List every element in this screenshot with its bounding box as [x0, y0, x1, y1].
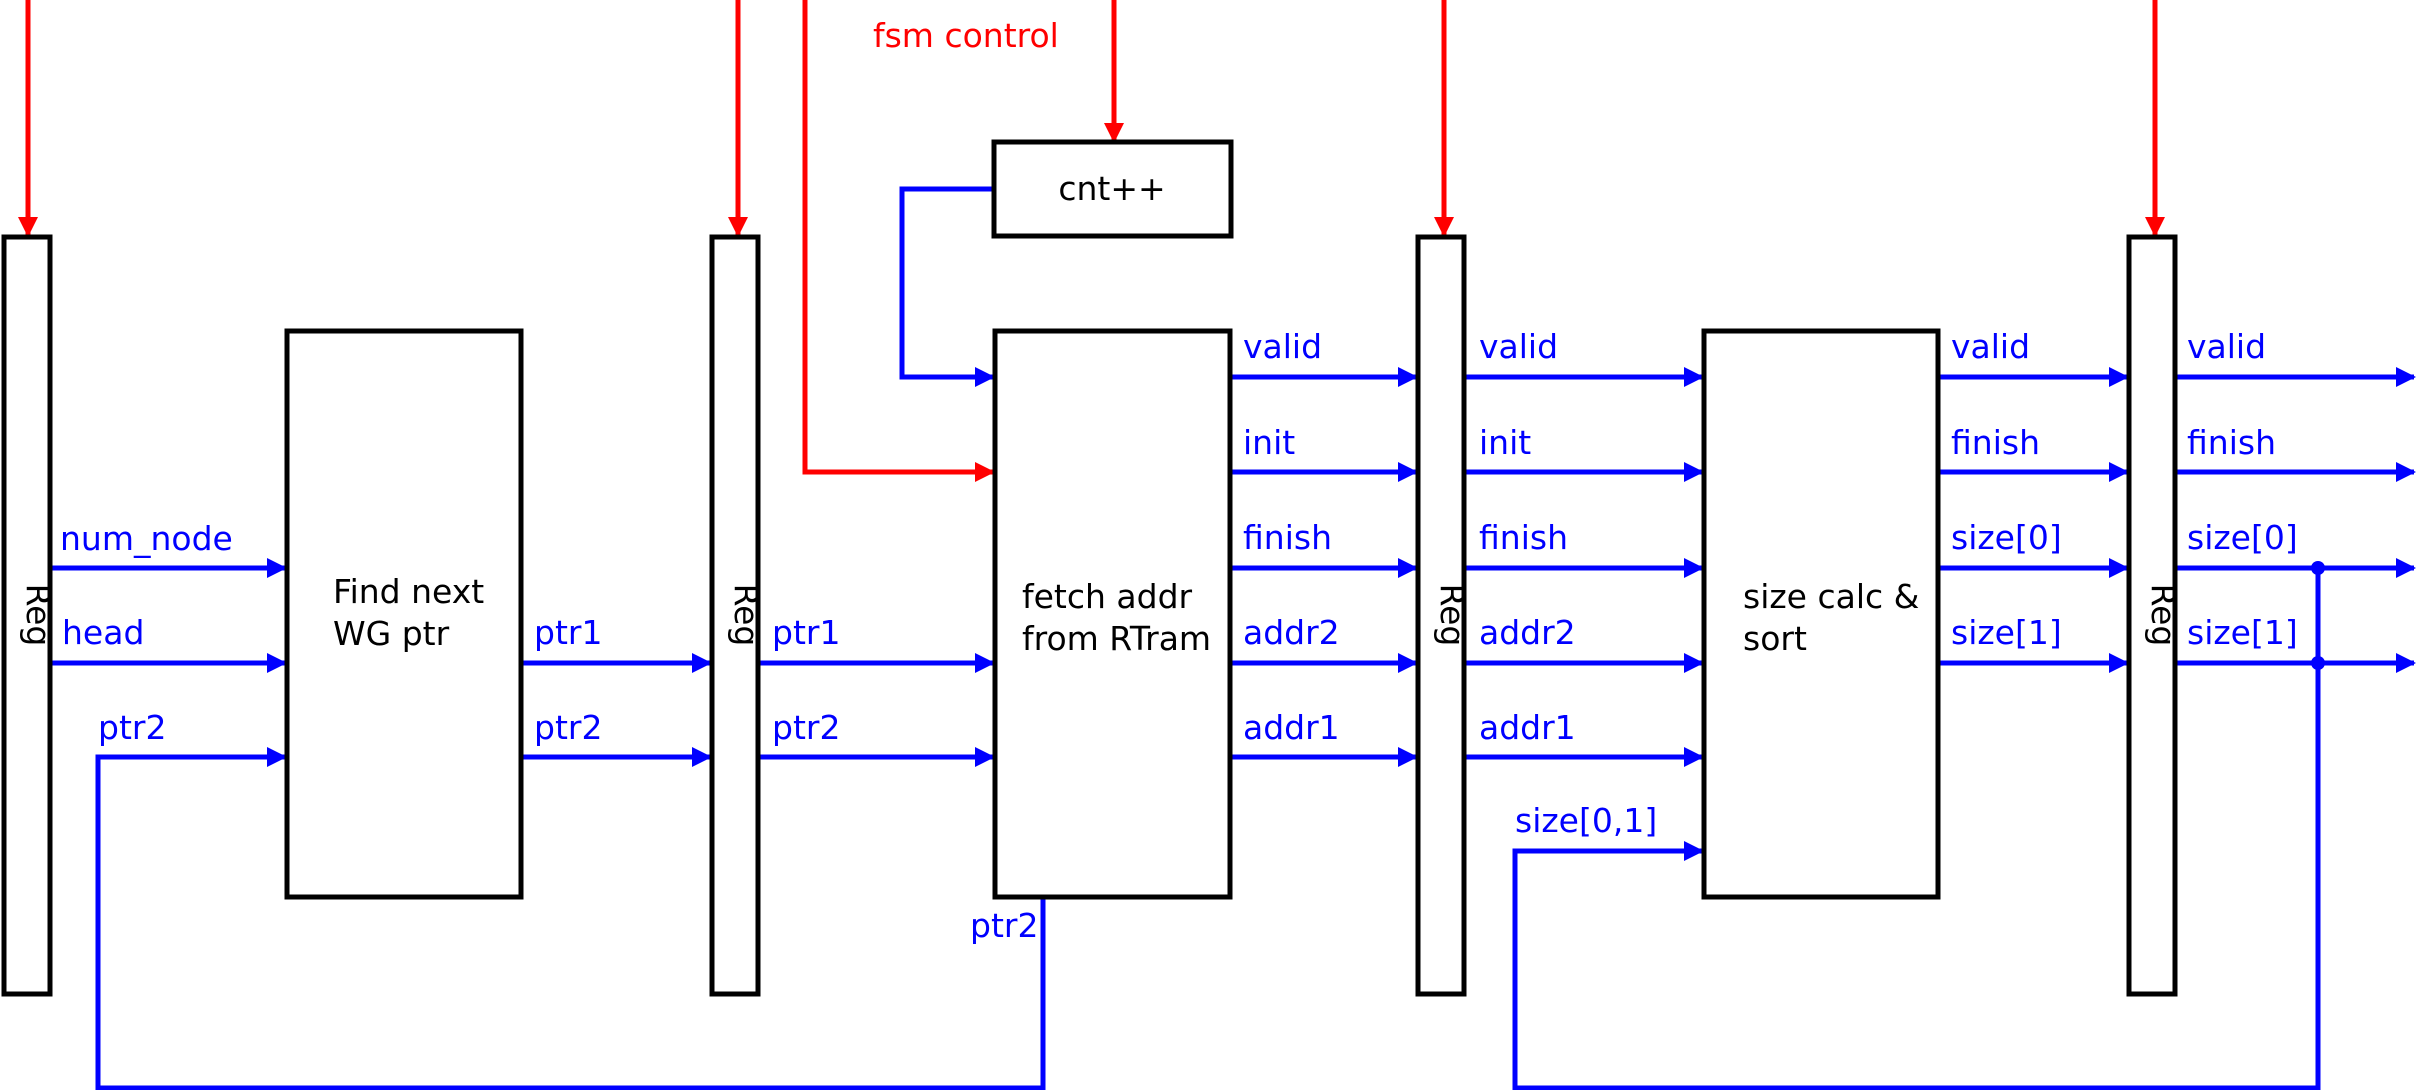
fetch-addr-block: fetch addr from RTram: [992, 328, 1233, 900]
control-lines: fsm control: [18, 0, 2165, 482]
fsm-control-label: fsm control: [873, 16, 1059, 55]
register-4-label: Reg: [2144, 584, 2183, 647]
register-3: Reg: [1415, 234, 1472, 997]
register-1-label: Reg: [19, 584, 58, 647]
find-next-line1: Find next: [333, 572, 484, 611]
label-size-finish: finish: [1951, 423, 2040, 462]
register-2: Reg: [709, 234, 766, 997]
label-reg3-finish: finish: [1479, 518, 1568, 557]
label-out-size1: size[1]: [2187, 613, 2298, 652]
register-4-box: [2126, 234, 2178, 997]
register-4: Reg: [2126, 234, 2183, 997]
label-fetch-ptr2-out: ptr2: [970, 906, 1038, 945]
register-2-box: [709, 234, 761, 997]
label-out-size0: size[0]: [2187, 518, 2298, 557]
label-fetch-addr2: addr2: [1243, 613, 1340, 652]
size-calc-line1: size calc &: [1743, 577, 1919, 616]
signal-wires: [52, 186, 2416, 1090]
label-num-node: num_node: [60, 519, 233, 558]
label-ptr2-in: ptr2: [98, 708, 166, 747]
label-head: head: [62, 613, 144, 652]
label-size-valid: valid: [1951, 327, 2030, 366]
register-1-box: [1, 234, 53, 997]
signal-labels: num_node head ptr2 ptr1 ptr2 ptr1 ptr2 v…: [60, 327, 2298, 945]
wire-cnt-to-fetch: [899, 186, 995, 387]
size-calc-block-box: [1701, 328, 1941, 900]
label-find-ptr1: ptr1: [534, 613, 602, 652]
control-line-fetch: [802, 0, 995, 482]
label-fetch-finish: finish: [1243, 518, 1332, 557]
label-fetch-valid: valid: [1243, 327, 1322, 366]
label-size-feedback: size[0,1]: [1515, 801, 1657, 840]
label-reg3-valid: valid: [1479, 327, 1558, 366]
label-reg3-init: init: [1479, 423, 1531, 462]
register-2-label: Reg: [727, 584, 766, 647]
label-reg2-ptr1: ptr1: [772, 613, 840, 652]
label-reg3-addr1: addr1: [1479, 708, 1576, 747]
label-out-valid: valid: [2187, 327, 2266, 366]
size-calc-line2: sort: [1743, 619, 1807, 658]
cnt-block: cnt++: [991, 139, 1234, 239]
label-fetch-init: init: [1243, 423, 1295, 462]
label-size-size0: size[0]: [1951, 518, 2062, 557]
label-reg3-addr2: addr2: [1479, 613, 1576, 652]
label-out-finish: finish: [2187, 423, 2276, 462]
label-size-size1: size[1]: [1951, 613, 2062, 652]
fetch-addr-line2: from RTram: [1022, 619, 1211, 658]
cnt-block-label: cnt++: [1058, 169, 1165, 208]
size-calc-block: size calc & sort: [1701, 328, 1941, 900]
label-fetch-addr1: addr1: [1243, 708, 1340, 747]
label-find-ptr2: ptr2: [534, 708, 602, 747]
cnt-block-box: [991, 139, 1234, 239]
wire-size-feedback: [1512, 663, 2321, 1090]
label-reg2-ptr2: ptr2: [772, 708, 840, 747]
find-next-line2: WG ptr: [333, 614, 450, 653]
find-next-block: Find next WG ptr: [284, 328, 524, 900]
register-3-box: [1415, 234, 1467, 997]
find-next-block-box: [284, 328, 524, 900]
fetch-addr-line1: fetch addr: [1022, 577, 1193, 616]
register-1: Reg: [1, 234, 58, 997]
register-3-label: Reg: [1433, 584, 1472, 647]
fetch-addr-block-box: [992, 328, 1233, 900]
wire-ptr2-feedback: [95, 747, 1046, 1090]
